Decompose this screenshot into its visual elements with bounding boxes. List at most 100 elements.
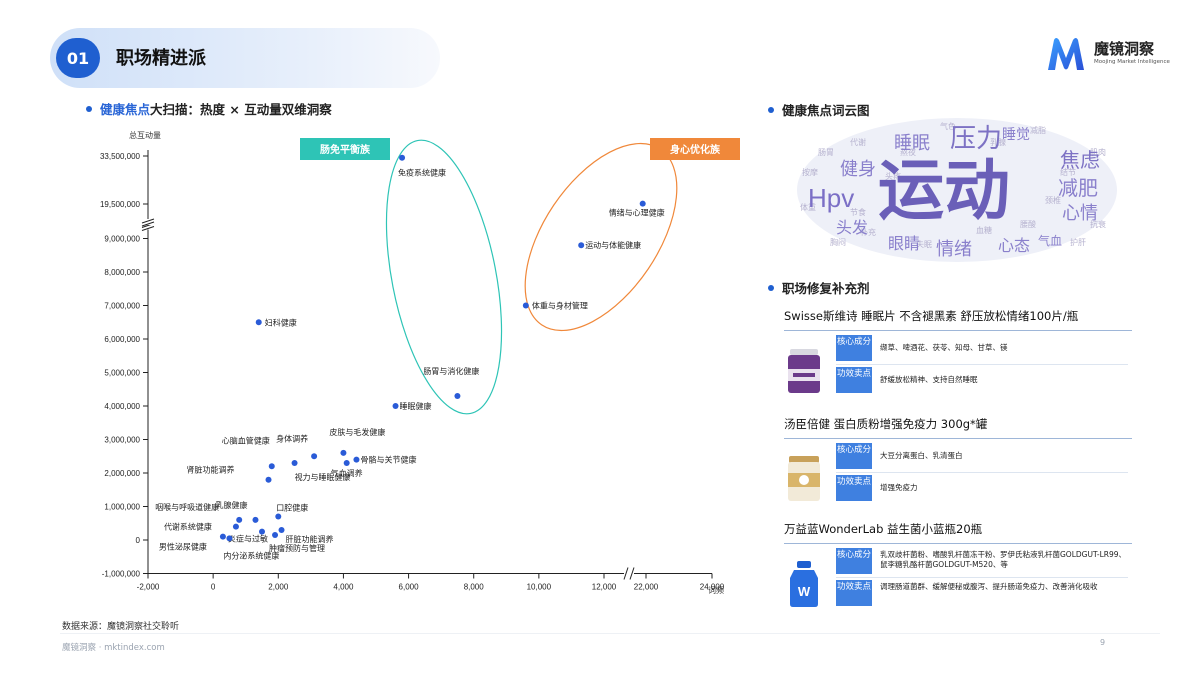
cloud-word: 心情 (1062, 203, 1098, 223)
y-tick-label: 19,500,000 (100, 200, 141, 209)
y-tick-label: 0 (136, 536, 141, 545)
selling-points-text: 舒缓放松精神、支持自然睡眠 (880, 375, 978, 384)
data-point-label: 骨骼与关节健康 (360, 455, 416, 465)
cloud-word: 体重 (800, 202, 816, 212)
core-ingredients-text: 缬草、啤酒花、茯苓、知母、甘草、镁 (880, 343, 1008, 352)
selling-points-tag: 功效卖点 (836, 580, 872, 606)
data-point-label: 男性泌尿健康 (159, 542, 207, 552)
y-tick-label: 7,000,000 (104, 302, 140, 311)
row-divider (836, 364, 1128, 365)
x-tick-label: 0 (211, 583, 216, 592)
cloud-section-heading: 健康焦点词云图 (768, 100, 870, 119)
cloud-word: 睡眠 (894, 133, 930, 153)
cloud-word: 情绪 (936, 239, 972, 259)
core-ingredients-tag: 核心成分 (836, 335, 872, 361)
probiotic-bottle-icon: W (790, 561, 818, 607)
x-tick-label: 4,000 (333, 583, 354, 592)
products-section-heading: 职场修复补充剂 (768, 278, 870, 297)
logo-name: 魔镜洞察 (1094, 40, 1155, 58)
y-tick-label: 3,000,000 (104, 436, 140, 445)
moojing-logo-icon (1048, 38, 1084, 70)
cloud-word: 节食 (850, 207, 866, 217)
product-card-byhealth: 汤臣倍健 蛋白质粉增强免疫力 300g*罐 核心成分 大豆分离蛋白、乳清蛋白 功… (784, 416, 1132, 511)
cloud-word: 气血 (1038, 233, 1062, 248)
product-card-wonderlab: 万益蓝WonderLab 益生菌小蓝瓶20瓶 W 核心成分 乳双歧杆菌粉、嗜酸乳… (784, 521, 1132, 616)
data-point (268, 463, 275, 470)
cloud-word: 焦虑 (1060, 149, 1100, 172)
cloud-word: 减肥 (1058, 177, 1098, 200)
cloud-word: Hpv (808, 183, 854, 213)
axis-break-mark (141, 221, 155, 227)
scatter-chart: 肠免平衡族身心优化族总互动量词频-1,000,00001,000,0002,00… (100, 130, 740, 595)
cluster-label-box (300, 138, 390, 160)
cluster-ellipse-gut-immune (385, 139, 503, 415)
row-divider (836, 472, 1128, 473)
core-ingredients-tag: 核心成分 (836, 443, 872, 469)
products-title: 职场修复补充剂 (782, 281, 870, 296)
cloud-background (797, 118, 1117, 262)
x-axis-title: 词频 (708, 585, 724, 595)
data-source: 数据来源：魔镜洞察社交聆听 (62, 622, 180, 632)
axis-break-mark (141, 226, 155, 231)
data-point-label: 肾脏功能调养 (187, 465, 235, 475)
data-point (275, 513, 282, 520)
data-point-label: 气血调养 (331, 468, 363, 478)
section-title-banner (50, 28, 440, 88)
axis-break-gap (142, 223, 154, 230)
cluster-label-box (650, 138, 740, 160)
y-tick-label: 2,000,000 (104, 469, 140, 478)
data-point (578, 242, 585, 249)
footer-divider (60, 633, 1160, 634)
data-point-label: 妇科健康 (265, 317, 297, 327)
protein-powder-can-icon (788, 456, 820, 501)
data-point-label: 体重与身材管理 (532, 301, 588, 311)
data-point (219, 533, 226, 540)
page-title: 职场精进派 (116, 48, 206, 69)
cloud-word: 睡觉 (1002, 126, 1030, 142)
cloud-word: 结节 (1060, 167, 1076, 177)
footer-brand: 魔镜洞察 · mktindex.com (62, 643, 165, 653)
data-point (353, 456, 360, 463)
cloud-word: 肠胃 (818, 148, 834, 157)
bullet-dot-icon (768, 285, 774, 291)
data-point-label: 运动与体能健康 (585, 240, 641, 250)
y-tick-label: 33,500,000 (100, 152, 141, 161)
data-point (291, 459, 298, 466)
data-point (343, 459, 350, 466)
cloud-word: 头疼 (885, 171, 901, 181)
product-title: 万益蓝WonderLab 益生菌小蓝瓶20瓶 (784, 521, 1132, 544)
bullet-dot-icon (768, 107, 774, 113)
data-point (236, 516, 243, 523)
y-tick-label: 8,000,000 (104, 268, 140, 277)
data-point (226, 535, 233, 542)
heading-highlight: 健康焦点 (100, 102, 151, 117)
cloud-word: 运动 (878, 153, 1010, 227)
data-point (311, 453, 318, 460)
axis-break-mark (629, 567, 635, 580)
cloud-word: 肌肉 (1090, 147, 1106, 157)
cloud-word: 腰酸 (1020, 219, 1036, 229)
selling-points-text: 增强免疫力 (880, 483, 918, 492)
cloud-title: 健康焦点词云图 (782, 103, 870, 118)
word-cloud: 肠胃代谢减脂肌肉体重头疼结节腰酸胸闷补充气色熬夜乳腺颈椎按摩抗衰血糖失眠护肝节食… (797, 118, 1117, 262)
data-point-label: 肿瘤预防与管理 (269, 543, 325, 553)
cloud-word: 健身 (840, 159, 876, 179)
data-point (392, 403, 399, 409)
data-point-label: 内分泌系统健康 (223, 550, 279, 560)
selling-points-tag: 功效卖点 (836, 367, 872, 393)
svg-text:W: W (798, 584, 811, 599)
x-tick-label: 2,000 (268, 583, 289, 592)
logo-subtitle: Moojing Market Intelligence (1094, 59, 1170, 65)
core-ingredients-text: 大豆分离蛋白、乳清蛋白 (880, 451, 963, 460)
y-tick-label: 1,000,000 (104, 503, 140, 512)
axis-break-mark (141, 218, 155, 224)
cloud-word: 减脂 (1030, 125, 1046, 135)
data-point (639, 200, 646, 207)
cloud-word: 胸闷 (830, 237, 846, 247)
swisse-bottle-icon (788, 349, 820, 393)
data-point (259, 528, 265, 535)
y-tick-label: 9,000,000 (104, 235, 140, 244)
chart-section-heading: 健康焦点大扫描：热度 × 互动量双维洞察 (86, 99, 332, 118)
product-card-swisse: Swisse斯维诗 睡眠片 不含褪黑素 舒压放松情绪100片/瓶 核心成分 缬草… (784, 308, 1132, 403)
data-point-label: 皮肤与毛发健康 (329, 427, 385, 437)
